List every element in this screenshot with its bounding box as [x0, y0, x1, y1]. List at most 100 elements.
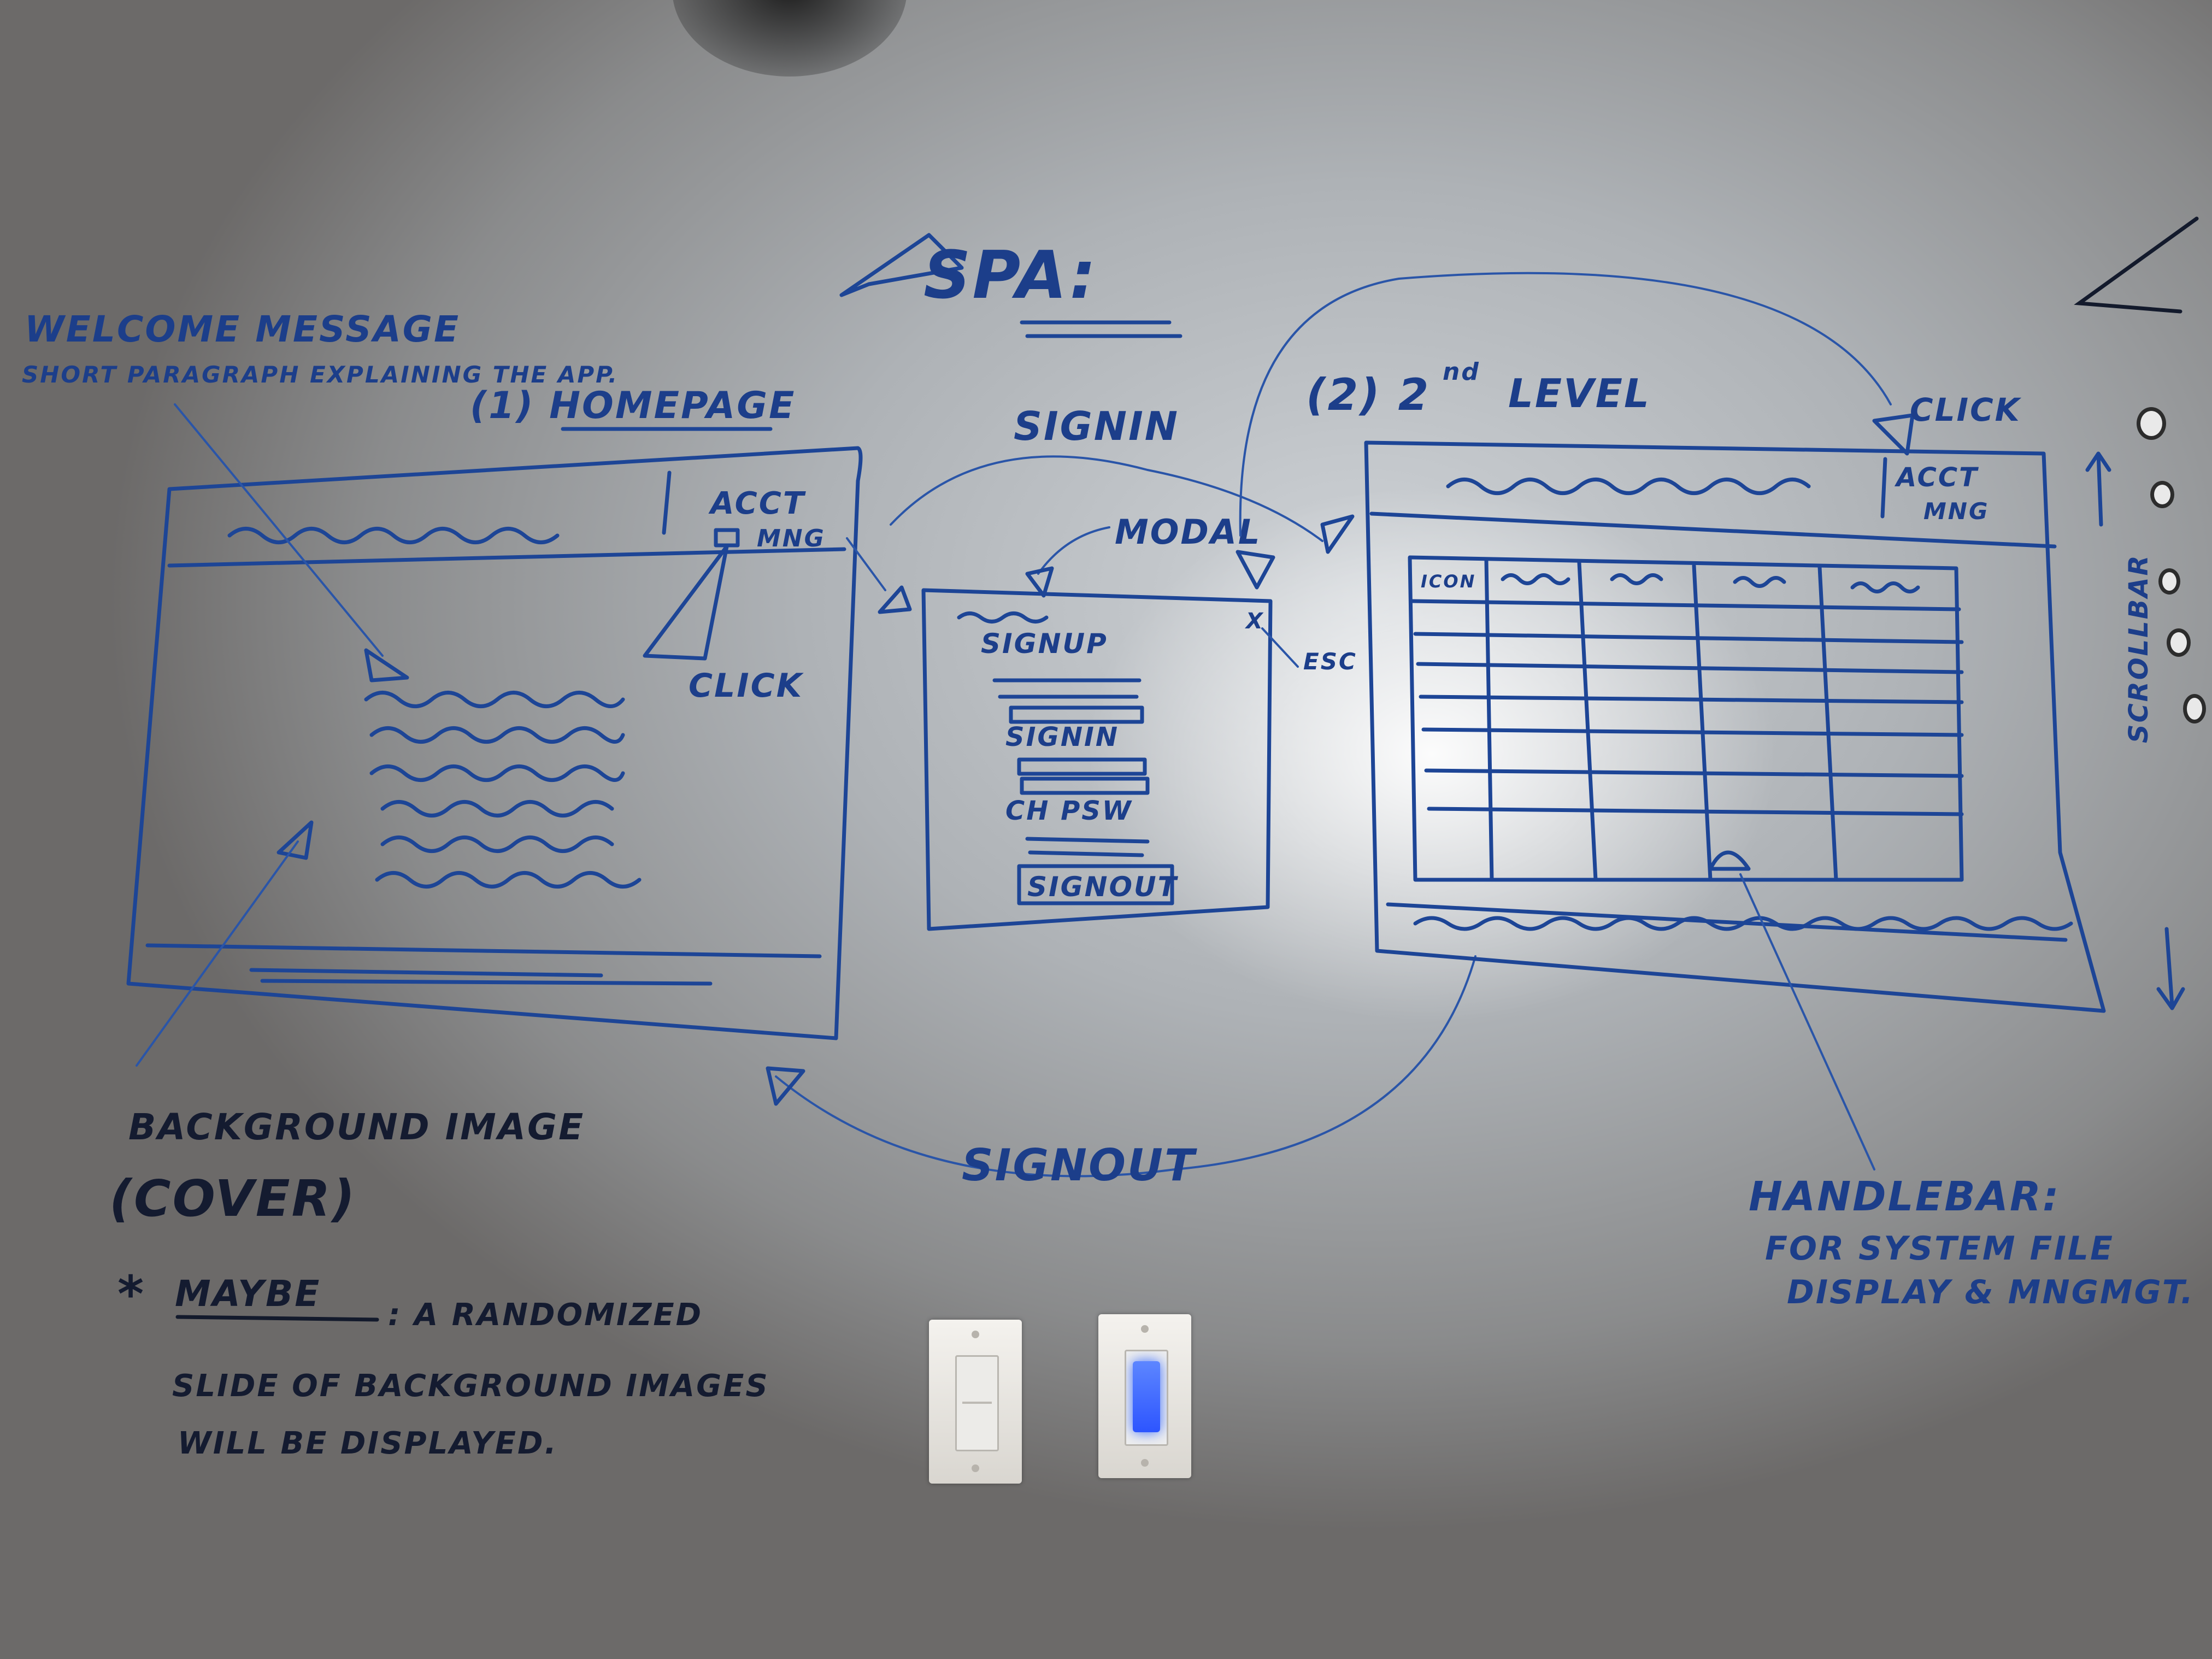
homepage-click-label: CLICK: [689, 667, 804, 705]
homepage-frame: [126, 446, 863, 1040]
file-table-frame: [1408, 555, 1964, 882]
signout-arrow-label: SIGNOUT: [962, 1140, 1197, 1191]
background-line-2: (COVER): [109, 1169, 356, 1228]
welcome-note: WELCOME MESSAGE SHORT PARAGRAPH EXPLAINI…: [22, 308, 617, 388]
homepage-header-line: [167, 547, 846, 568]
second-level-click-head: [1872, 413, 1915, 456]
modal-signup-fields: [992, 678, 1142, 699]
modal-signin: SIGNIN: [1005, 722, 1119, 752]
modal-chpsw-fields: [1025, 837, 1150, 857]
homepage-acct-button: [714, 528, 740, 548]
signout-arrow-head: [766, 1066, 805, 1106]
title-text: SPA:: [923, 238, 1097, 314]
dimmer-switch-control[interactable]: [1125, 1350, 1168, 1446]
second-level-nav-divider: [1880, 457, 1887, 519]
second-level-sup: nd: [1443, 358, 1480, 386]
maybe-underline: [175, 1315, 379, 1322]
signin-arrow-curve: [890, 455, 1323, 542]
homepage-mng-label: MNG: [757, 525, 826, 552]
maybe-line-1: : A RANDOMIZED: [388, 1297, 703, 1333]
signout-flow: SIGNOUT: [766, 955, 1476, 1191]
scroll-up-arrow: [2085, 451, 2111, 527]
handlebar-note: HANDLEBAR: FOR SYSTEM FILE DISPLAY & MNG…: [1749, 1173, 2195, 1311]
modal-title-squiggle: [957, 611, 1049, 623]
maybe-line-3: WILL BE DISPLAYED.: [178, 1426, 558, 1461]
file-table-columns: [1484, 558, 1838, 882]
homepage-nav-divider: [662, 470, 672, 535]
background-arrow-line: [136, 840, 299, 1067]
title-group: SPA:: [839, 233, 1183, 338]
modal-signin-field-2: [1020, 776, 1150, 795]
background-arrow-head: [276, 820, 314, 860]
modal-frame: [921, 588, 1273, 931]
modal-signup: SIGNUP: [981, 628, 1108, 660]
modal-esc-label: ESC: [1303, 648, 1357, 675]
welcome-line-1: WELCOME MESSAGE: [25, 308, 460, 350]
to-second-level-curve: [1239, 272, 1892, 537]
homepage-heading: (1) HOMEPAGE: [470, 384, 796, 427]
maybe-note: * MAYBE : A RANDOMIZED SLIDE OF BACKGROU…: [117, 1265, 769, 1461]
modal-label-head: [1025, 566, 1054, 598]
modal-sketch: SIGNIN MODAL X ESC SIGNUP SIGNIN CH PSW …: [846, 403, 1357, 931]
welcome-squiggle-5: [380, 836, 614, 853]
modal-signout-button-frame: [1017, 864, 1174, 905]
board-hole-3: [2158, 568, 2180, 595]
file-table-header-4: [1733, 576, 1786, 588]
modal-close-x: X: [1244, 609, 1264, 634]
acct-to-modal-head: [878, 585, 912, 614]
second-level-suffix: LEVEL: [1508, 370, 1651, 416]
file-table-header-3: [1610, 573, 1663, 585]
handlebar-line-2: FOR SYSTEM FILE: [1765, 1229, 2114, 1268]
light-switch-plate: [929, 1320, 1022, 1484]
light-switch-rocker[interactable]: [955, 1355, 999, 1451]
second-level-footer-line: [1386, 902, 2068, 942]
handlebar-line-3: DISPLAY & MNGMGT.: [1787, 1273, 2195, 1311]
file-table-header-line: [1410, 599, 1961, 611]
handlebar-shape: [1708, 850, 1751, 871]
signout-arrow-curve: [775, 955, 1476, 1178]
second-level-sketch: (2) 2 nd LEVEL CLICK ACCT MNG ICON: [1236, 272, 2185, 1170]
modal-esc-line: [1261, 627, 1299, 668]
title-arrow-shape: [839, 233, 964, 297]
welcome-squiggle-4: [380, 800, 614, 817]
file-table-header-2: [1501, 573, 1570, 585]
second-level-title-squiggle: [1446, 478, 1811, 495]
welcome-arrow-line: [174, 403, 384, 657]
modal-label: MODAL: [1115, 512, 1261, 552]
dimmer-indicator-light: [1133, 1361, 1160, 1432]
second-level-prefix: (2) 2: [1306, 369, 1430, 420]
signin-arrow-head: [1320, 514, 1355, 554]
modal-signin-field-1: [1017, 757, 1147, 776]
scrollbar-label: SCROLLBAR: [2123, 554, 2154, 743]
second-level-header-line: [1369, 511, 2057, 549]
second-level-click-label: CLICK: [1910, 391, 2022, 428]
second-level-mng: MNG: [1923, 498, 1989, 525]
second-level-frame: [1364, 440, 2106, 1013]
maybe-star: *: [117, 1265, 145, 1323]
modal-signup-field: [1009, 705, 1144, 724]
handlebar-arrow-line: [1739, 873, 1875, 1170]
welcome-squiggle-6: [375, 871, 642, 889]
homepage-footer-line: [145, 943, 822, 958]
scroll-down-arrow: [2156, 927, 2185, 1010]
file-table-rows: [1413, 632, 1964, 816]
modal-chpsw: CH PSW: [1005, 796, 1133, 826]
welcome-squiggle-3: [369, 764, 625, 782]
homepage-title-squiggle: [227, 527, 560, 544]
to-second-level-head-a: [1236, 550, 1275, 590]
file-table-icon-header: ICON: [1421, 571, 1476, 592]
signin-arrow-label: SIGNIN: [1014, 403, 1179, 449]
file-table-header-5: [1850, 581, 1920, 593]
maybe-keyword: MAYBE: [175, 1273, 321, 1315]
board-hole-2: [2150, 481, 2174, 508]
background-note: BACKGROUND IMAGE (COVER): [109, 1106, 585, 1228]
board-hole-1: [2137, 407, 2166, 440]
welcome-arrow-head: [364, 648, 409, 683]
homepage-acct-label: ACCT: [708, 486, 806, 521]
homepage-sketch: (1) HOMEPAGE ACCT MNG CLICK: [126, 384, 863, 1067]
background-line-1: BACKGROUND IMAGE: [128, 1106, 585, 1148]
right-edge-mark: [2074, 216, 2199, 314]
maybe-line-2: SLIDE OF BACKGROUND IMAGES: [172, 1368, 769, 1404]
modal-label-arrow: [1037, 526, 1110, 575]
